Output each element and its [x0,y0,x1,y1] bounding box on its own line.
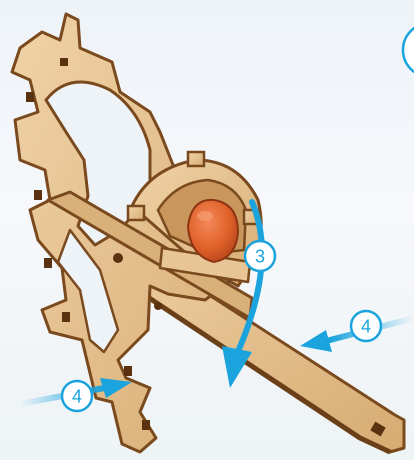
step-number-rotate: 3 [255,247,265,267]
step-badge-rotate: 3 [245,241,275,271]
step-number-insert-left: 4 [72,387,82,407]
step-badge-insert-left: 4 [62,381,92,411]
cropped-step-badge [403,23,414,77]
step-number-insert-right: 4 [361,317,371,337]
step-badge-insert-right: 4 [351,311,381,341]
